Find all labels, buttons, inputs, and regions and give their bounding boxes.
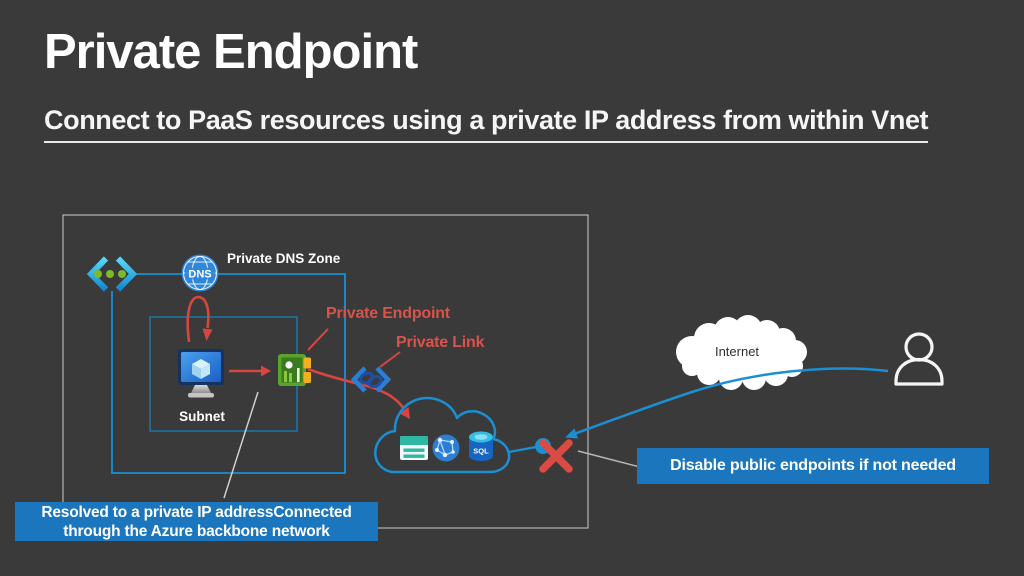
private-link-label: Private Link xyxy=(396,334,485,351)
cloud-to-public-endpoint-line xyxy=(508,445,537,454)
user-icon xyxy=(894,332,944,386)
dns-badge-text: DNS xyxy=(188,269,211,281)
disable-callout-leader-line xyxy=(577,450,641,468)
private-dns-zone-label: Private DNS Zone xyxy=(227,251,341,266)
virtual-network-icon xyxy=(86,256,138,292)
disable-public-endpoints-callout: Disable public endpoints if not needed xyxy=(637,448,989,484)
resolution-callout-line1: Resolved to a private IP addressConnecte… xyxy=(41,504,352,521)
vm-icon xyxy=(178,349,224,398)
vnet-box xyxy=(111,273,346,474)
private-link-leader-line xyxy=(379,351,401,368)
slide-subtitle: Connect to PaaS resources using a privat… xyxy=(44,105,929,143)
dns-icon: DNS xyxy=(181,254,219,292)
paas-cloud-outline xyxy=(374,396,511,474)
internet-label: Internet xyxy=(714,344,760,359)
sql-database-icon: SQL xyxy=(469,431,493,461)
subnet-label: Subnet xyxy=(179,409,225,424)
internet-cloud xyxy=(676,315,807,390)
private-endpoint-label: Private Endpoint xyxy=(326,305,450,322)
resolution-callout: Resolved to a private IP addressConnecte… xyxy=(15,502,378,541)
sql-badge-text: SQL xyxy=(473,447,489,456)
vm-to-endpoint-arrow xyxy=(229,365,271,377)
slide-title: Private Endpoint xyxy=(44,25,418,79)
endpoint-to-cloud-arrow xyxy=(307,367,410,419)
private-link-icon xyxy=(350,366,392,393)
blocked-x-icon xyxy=(539,439,573,473)
resolution-callout-line2: through the Azure backbone network xyxy=(63,523,330,540)
nic-icon xyxy=(278,354,311,386)
internet-to-endpoint-arrow xyxy=(565,367,889,439)
storage-account-icon xyxy=(400,436,428,460)
dns-resolution-arrow xyxy=(186,295,213,343)
private-endpoint-leader-line xyxy=(307,328,329,351)
app-service-globe-icon xyxy=(432,434,460,462)
resolution-callout-leader-line xyxy=(223,391,259,499)
